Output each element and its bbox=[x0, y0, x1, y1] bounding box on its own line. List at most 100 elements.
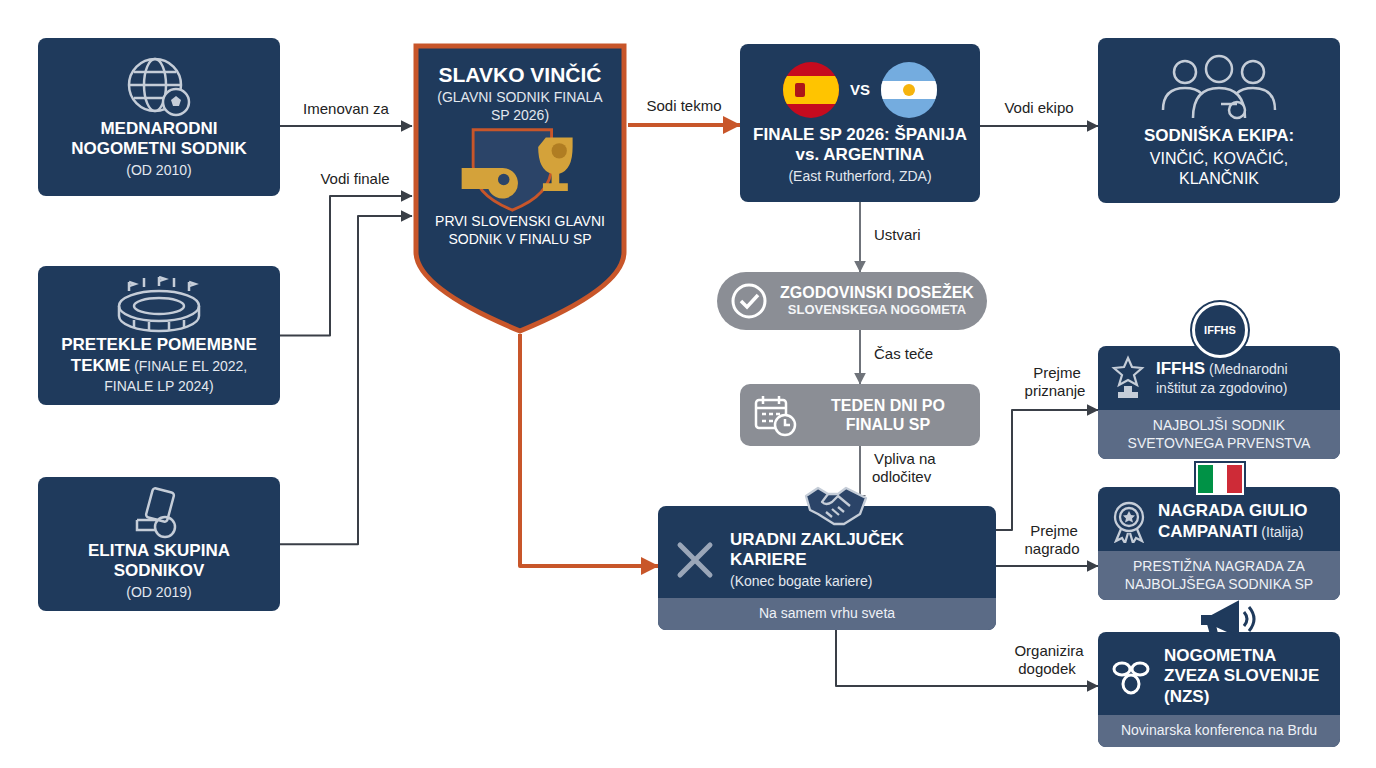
career-box: PRETEKLE POMEMBNE TEKME (FINALE EL 2022,… bbox=[38, 266, 280, 405]
edge-label-box: Vodi ekipo bbox=[980, 99, 1098, 117]
text-column: URADNI ZAKLJUČEK KARIERE (Konec bogate ka… bbox=[730, 530, 984, 590]
box-subtitle: VINČIĆ, KOVAČIĆ, KLANČNIK bbox=[1108, 149, 1330, 189]
box-body: NOGOMETNA ZVEZA SLOVENIJE (NZS) bbox=[1098, 632, 1340, 715]
award-box: NAGRADA GIULIO CAMPANATI (Italija) PRESTI… bbox=[1098, 487, 1340, 600]
footer-band: Novinarska konferenca na Brdu bbox=[1098, 715, 1340, 747]
edge-label-box: Organizira dogodek bbox=[1000, 642, 1096, 678]
connector-arrow bbox=[280, 125, 412, 127]
box-body: PRETEKLE POMEMBNE TEKME (FINALE EL 2022,… bbox=[38, 266, 280, 405]
connector-arrow bbox=[980, 125, 1098, 127]
box-title: ZGODOVINSKI DOSEŽEK bbox=[779, 283, 975, 302]
edge-label: Ustvari bbox=[872, 226, 923, 243]
box-subtitle: (Konec bogate kariere) bbox=[730, 573, 984, 591]
connector-arrow bbox=[520, 334, 658, 566]
box-subtitle: (OD 2010) bbox=[126, 162, 191, 180]
box-subtitle: (GLAVNI SODNIK FINALA SP 2026) bbox=[434, 89, 606, 124]
edge-label: Vodi finale bbox=[318, 170, 391, 187]
box-body: SODNIŠKA EKIPA: VINČIĆ, KOVAČIĆ, KLANČNIK bbox=[1098, 38, 1340, 203]
edge-label: Sodi tekmo bbox=[644, 97, 723, 114]
footer-band: Na samem vrhu sveta bbox=[658, 598, 996, 630]
text-column: NOGOMETNA ZVEZA SLOVENIJE (NZS) bbox=[1164, 646, 1328, 707]
title-line: PRETEKLE POMEMBNE TEKME (FINALE EL 2022,… bbox=[48, 334, 270, 395]
flag-row: VS bbox=[782, 61, 938, 119]
text-column: TEDEN DNI PO FINALU SP bbox=[808, 396, 968, 434]
footer-band: PRESTIŽNA NAGRADA ZA NAJBOLJŠEGA SODNIKA… bbox=[1098, 551, 1340, 600]
edge-label-box: Vodi finale bbox=[300, 170, 410, 188]
flag-spain bbox=[782, 61, 840, 119]
connector-arrow bbox=[996, 410, 1098, 530]
match-box: VS FINALE SP 2026: ŠPANIJA vs. ARGENTINA (… bbox=[740, 44, 980, 202]
megaphone-icon bbox=[1194, 598, 1258, 648]
box-footer: PRESTIŽNA NAGRADA ZA NAJBOLJŠEGA SODNIKA… bbox=[1125, 558, 1313, 592]
handshake-icon bbox=[804, 482, 868, 530]
x-icon bbox=[670, 535, 720, 585]
box-footer: Novinarska konferenca na Brdu bbox=[1121, 722, 1317, 738]
stadium-icon bbox=[114, 276, 204, 334]
text-column: ZGODOVINSKI DOSEŽEKSLOVENSKEGA NOGOMETA bbox=[779, 283, 975, 318]
box-title: TEDEN DNI PO FINALU SP bbox=[808, 396, 968, 434]
box-title: SODNIŠKA EKIPA: bbox=[1144, 126, 1294, 146]
box-title: NOGOMETNA ZVEZA SLOVENIJE (NZS) bbox=[1164, 646, 1328, 707]
box-body: SLAVKO VINČIĆ(GLAVNI SODNIK FINALA SP 20… bbox=[412, 42, 628, 334]
logo-text: IFFHS bbox=[1204, 324, 1236, 336]
award-icon bbox=[1110, 354, 1146, 402]
versus-text: VS bbox=[850, 81, 870, 98]
connector-arrow bbox=[996, 565, 1098, 567]
edge-label-box: Sodi tekmo bbox=[628, 97, 740, 115]
edge-label: Čas teče bbox=[872, 345, 935, 362]
edge-label: Imenovan za bbox=[301, 100, 391, 117]
connector-arrow bbox=[628, 123, 740, 127]
referee-shield: SLAVKO VINČIĆ(GLAVNI SODNIK FINALA SP 20… bbox=[412, 42, 628, 334]
footer-band: NAJBOLJŠI SODNIK SVETOVNEGA PRVENSTVA bbox=[1098, 410, 1340, 459]
calendar-icon bbox=[752, 392, 798, 438]
edge-label: Prejme nagrado bbox=[1024, 522, 1081, 557]
medal-icon bbox=[1110, 499, 1148, 543]
connector-arrow bbox=[836, 630, 1098, 686]
box-subtitle: (East Rutherford, ZDA) bbox=[788, 168, 931, 186]
box-title: FINALE SP 2026: ŠPANIJA vs. ARGENTINA bbox=[750, 125, 970, 166]
edge-label-box: Vpliva na odločitev bbox=[872, 450, 972, 486]
edge-label: Prejme priznanje bbox=[1025, 364, 1088, 399]
edge-label: Organizira dogodek bbox=[1012, 642, 1083, 677]
title-line: NAGRADA GIULIO CAMPANATI (Italija) bbox=[1158, 500, 1328, 543]
edge-label-box: Ustvari bbox=[872, 226, 923, 244]
word-gap bbox=[130, 358, 134, 374]
check-icon bbox=[729, 281, 769, 321]
box-body: TEDEN DNI PO FINALU SP bbox=[740, 384, 980, 446]
italy-icon bbox=[1194, 461, 1246, 501]
word-gap bbox=[1257, 524, 1261, 540]
globe-icon bbox=[119, 55, 199, 119]
logo-badge: IFFHS bbox=[1192, 302, 1248, 358]
federation-box: NOGOMETNA ZVEZA SLOVENIJE (NZS) Novinarsk… bbox=[1098, 632, 1340, 747]
box-title: URADNI ZAKLJUČEK KARIERE bbox=[730, 530, 984, 571]
box-subtitle: (OD 2019) bbox=[126, 584, 191, 602]
connector-arrow bbox=[859, 330, 861, 384]
word-gap bbox=[1205, 361, 1209, 377]
retirement-box: URADNI ZAKLJUČEK KARIERE (Konec bogate ka… bbox=[658, 506, 996, 630]
edge-label: Vpliva na odločitev bbox=[872, 450, 936, 485]
box-body: MEDNARODNI NOGOMETNI SODNIK (OD 2010) bbox=[38, 38, 280, 196]
career-box: ELITNA SKUPINA SODNIKOV (OD 2019) bbox=[38, 477, 280, 611]
time-box: TEDEN DNI PO FINALU SP bbox=[740, 384, 980, 446]
team-box: SODNIŠKA EKIPA: VINČIĆ, KOVAČIĆ, KLANČNIK bbox=[1098, 38, 1340, 203]
box-title: SLAVKO VINČIĆ bbox=[439, 62, 602, 87]
shield-outline bbox=[416, 46, 624, 331]
text-column: NAGRADA GIULIO CAMPANATI (Italija) bbox=[1158, 500, 1328, 543]
box-body: ZGODOVINSKI DOSEŽEKSLOVENSKEGA NOGOMETA bbox=[717, 272, 987, 330]
flag-argentina bbox=[880, 61, 938, 119]
people-icon bbox=[1149, 52, 1289, 126]
box-title: MEDNARODNI NOGOMETNI SODNIK bbox=[48, 119, 270, 160]
box-footer: NAJBOLJŠI SODNIK SVETOVNEGA PRVENSTVA bbox=[1128, 417, 1311, 451]
connector-arrow bbox=[280, 216, 412, 544]
box-title: IFFHS bbox=[1156, 359, 1205, 378]
award-box: IFFHS (Mednarodni inštitut za zgodovino)… bbox=[1098, 346, 1340, 459]
box-footer: Na samem vrhu sveta bbox=[759, 605, 895, 621]
edge-label-box: Prejme priznanje bbox=[1016, 364, 1096, 400]
box-subtitle: SLOVENSKEGA NOGOMETA bbox=[779, 302, 975, 318]
box-title: ELITNA SKUPINA SODNIKOV bbox=[48, 541, 270, 582]
edge-label-box: Prejme nagrado bbox=[1010, 522, 1096, 558]
trophy-icon bbox=[445, 124, 595, 212]
title-line: IFFHS (Mednarodni inštitut za zgodovino) bbox=[1156, 358, 1328, 398]
box-body: ELITNA SKUPINA SODNIKOV (OD 2019) bbox=[38, 477, 280, 611]
connector-arrow bbox=[859, 202, 861, 272]
